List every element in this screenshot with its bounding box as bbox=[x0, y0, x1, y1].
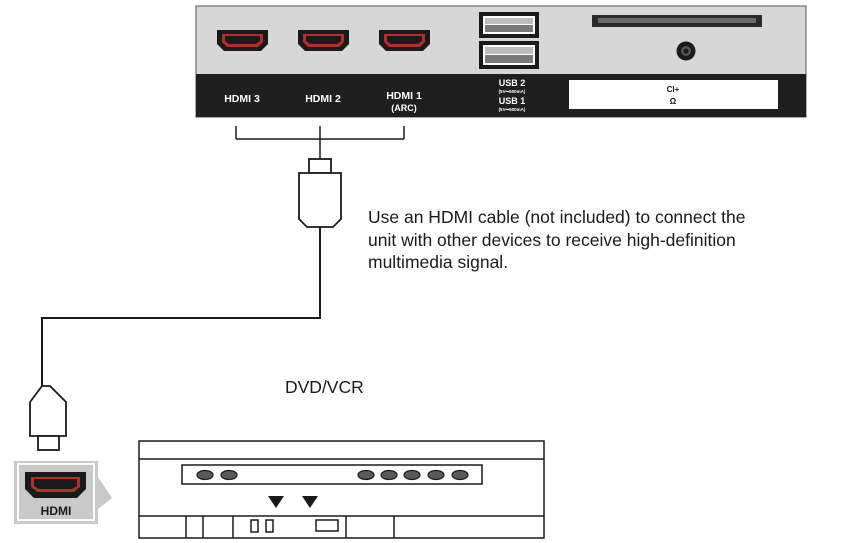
hdmi-2-label: HDMI 2 bbox=[305, 93, 341, 105]
tv-back-panel: HDMI 3 HDMI 2 HDMI 1 (ARC) USB 2 (5V⎓500… bbox=[195, 5, 807, 118]
hdmi-3-label: HDMI 3 bbox=[224, 93, 260, 105]
device-button bbox=[196, 469, 214, 481]
device-button bbox=[403, 469, 421, 481]
hdmi-plug-lower bbox=[29, 385, 67, 451]
device-button bbox=[427, 469, 445, 481]
device-label: DVD/VCR bbox=[285, 377, 364, 397]
hdmi-plug-upper bbox=[298, 158, 342, 228]
description-line: Use an HDMI cable (not included) to conn… bbox=[368, 207, 746, 227]
hdmi-badge: HDMI bbox=[14, 461, 112, 524]
dvd-vcr-device bbox=[138, 440, 545, 539]
hdmi-badge-port-icon bbox=[25, 472, 86, 498]
device-buttons bbox=[196, 469, 469, 481]
hdmi-2-port bbox=[298, 30, 349, 51]
hdmi-cable bbox=[41, 227, 321, 386]
usb-2-label: USB 2 bbox=[499, 78, 526, 88]
hdmi-1-port bbox=[379, 30, 430, 51]
usb-2-spec: (5V⎓500mA) bbox=[499, 89, 526, 94]
description-line: multimedia signal. bbox=[368, 252, 509, 272]
usb-1-label: USB 1 bbox=[499, 96, 526, 106]
device-indicators bbox=[268, 496, 318, 508]
connection-description: Use an HDMI cable (not included) to conn… bbox=[368, 206, 838, 274]
device-button bbox=[220, 469, 238, 481]
hdmi-1-label: HDMI 1 bbox=[386, 90, 422, 102]
usb-1-spec: (5V⎓500mA) bbox=[499, 107, 526, 112]
port-bracket bbox=[235, 126, 405, 159]
headphone-icon: Ω bbox=[670, 97, 677, 106]
down-triangle-icon bbox=[302, 496, 318, 508]
ci-label-box bbox=[569, 80, 778, 109]
usb-2-port bbox=[479, 12, 539, 38]
hdmi-3-port bbox=[217, 30, 268, 51]
description-line: unit with other devices to receive high-… bbox=[368, 229, 736, 250]
device-button bbox=[357, 469, 375, 481]
down-triangle-icon bbox=[268, 496, 284, 508]
device-button bbox=[451, 469, 469, 481]
usb-1-port bbox=[479, 41, 539, 69]
ci-plus-label: CI+ bbox=[667, 85, 680, 94]
device-button bbox=[380, 469, 398, 481]
hdmi-badge-label: HDMI bbox=[41, 504, 72, 518]
headphone-jack bbox=[676, 41, 696, 61]
hdmi-1-arc-label: (ARC) bbox=[391, 103, 417, 113]
ci-card-slot-inner bbox=[598, 18, 756, 23]
